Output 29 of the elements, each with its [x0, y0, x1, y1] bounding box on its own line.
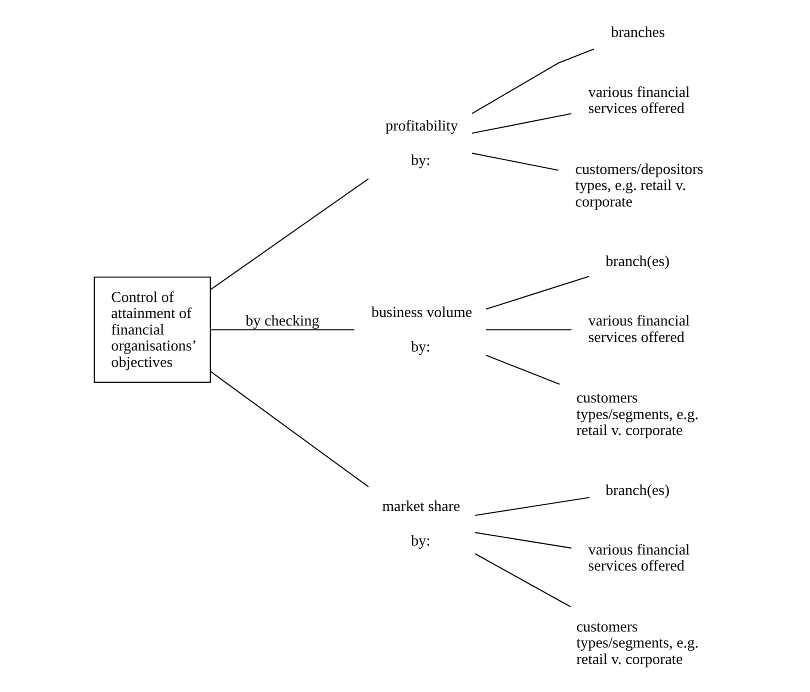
- node-text: various financial services offered: [588, 84, 690, 118]
- connector: [210, 370, 369, 488]
- node-text: customers/depositors types, e.g. retail v. corporate: [575, 160, 704, 210]
- node-text: various financial services offered: [588, 541, 690, 575]
- edge-label: by checking: [246, 312, 320, 330]
- connector: [486, 276, 590, 310]
- node-text: branch(es): [606, 482, 670, 499]
- node-box: Control of attainment of financial organisations’ objectives: [94, 276, 211, 383]
- node-label: by:: [410, 338, 430, 356]
- node-text: customers types/segments, e.g. retail v. corporate: [576, 618, 699, 668]
- connector: [486, 354, 560, 385]
- node-text: business volume: [371, 304, 472, 321]
- connector: [472, 113, 572, 134]
- connector: [486, 329, 572, 330]
- node-text: market share: [382, 498, 460, 516]
- node-label: by:: [410, 152, 430, 169]
- connector: [472, 152, 558, 171]
- node-label: by:: [410, 532, 430, 550]
- node-text: customers types/segments, e.g. retail v. corporate: [576, 390, 699, 440]
- connector: [475, 532, 572, 549]
- node-text: branches: [611, 24, 665, 42]
- node-text: branch(es): [606, 252, 670, 270]
- connector: [210, 178, 369, 290]
- connector: [210, 329, 354, 330]
- node-text: profitability: [385, 117, 458, 134]
- connector: [474, 553, 571, 608]
- connector: [472, 48, 594, 114]
- node-text: various financial services offered: [588, 312, 690, 346]
- connector: [475, 496, 590, 516]
